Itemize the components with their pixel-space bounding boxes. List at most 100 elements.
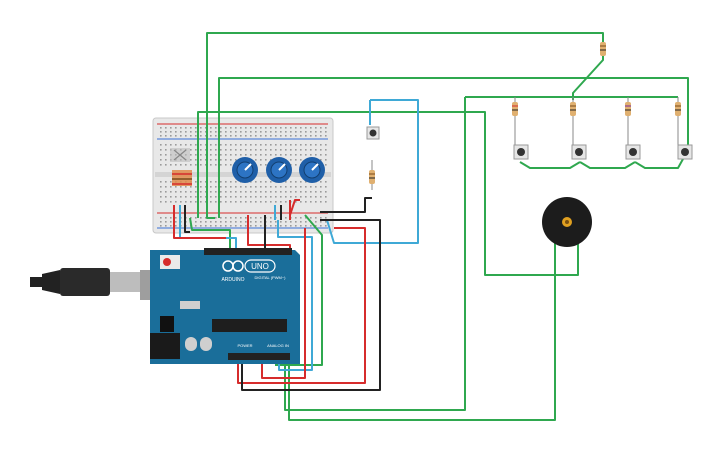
breadboard-hole (305, 225, 307, 227)
breadboard-hole (190, 186, 192, 188)
breadboard-hole (315, 217, 317, 219)
breadboard-hole (235, 131, 237, 133)
potentiometer-1[interactable] (232, 157, 258, 183)
wire-green-buttons-2[interactable] (579, 161, 636, 169)
breadboard-hole (245, 196, 247, 198)
breadboard-hole (230, 149, 232, 151)
wire-green-pot[interactable] (275, 214, 323, 366)
breadboard-hole (310, 225, 312, 227)
wire-blue-switch[interactable] (326, 99, 419, 244)
breadboard-hole (165, 201, 167, 203)
breadboard-hole (220, 186, 222, 188)
breadboard-hole (295, 225, 297, 227)
wire-green-upper[interactable] (218, 77, 689, 218)
wire-green-mid[interactable] (197, 111, 579, 276)
wire-green-buzzer[interactable] (288, 240, 556, 421)
breadboard-hole (185, 127, 187, 129)
breadboard-hole (225, 144, 227, 146)
breadboard-hole (185, 191, 187, 193)
wire-green-short[interactable] (189, 217, 231, 250)
breadboard-hole (290, 159, 292, 161)
breadboard-hole (320, 186, 322, 188)
breadboard-hole (160, 186, 162, 188)
breadboard-hole (235, 225, 237, 227)
breadboard-hole (235, 159, 237, 161)
pushbutton-4[interactable] (677, 144, 693, 160)
breadboard-hole (205, 196, 207, 198)
wire-green-rail[interactable] (284, 97, 466, 411)
breadboard-hole (320, 217, 322, 219)
breadboard-hole (325, 201, 327, 203)
wire-black-b[interactable] (320, 197, 372, 213)
wire-green-top[interactable] (206, 32, 604, 219)
breadboard-hole (160, 149, 162, 151)
breadboard-hole (230, 144, 232, 146)
breadboard-hole (275, 196, 277, 198)
breadboard-hole (165, 131, 167, 133)
breadboard-hole (180, 127, 182, 129)
breadboard-hole (230, 127, 232, 129)
breadboard-hole (320, 149, 322, 151)
breadboard-hole (260, 225, 262, 227)
breadboard-hole (280, 186, 282, 188)
wire-red-a[interactable] (289, 199, 300, 216)
breadboard-hole (215, 149, 217, 151)
breadboard-hole (320, 144, 322, 146)
breadboard-hole (270, 149, 272, 151)
wire-red-c[interactable] (173, 218, 226, 239)
breadboard-hole (260, 131, 262, 133)
breadboard-hole (300, 221, 302, 223)
breadboard-hole (205, 131, 207, 133)
breadboard-hole (245, 217, 247, 219)
breadboard-hole (235, 144, 237, 146)
breadboard-hole (290, 191, 292, 193)
breadboard-hole (275, 221, 277, 223)
breadboard-hole (190, 135, 192, 137)
breadboard-hole (220, 131, 222, 133)
breadboard-hole (325, 154, 327, 156)
breadboard-hole (240, 221, 242, 223)
wire-black-gnd[interactable] (241, 219, 381, 391)
pushbutton-2[interactable] (571, 144, 587, 160)
resistor-4 (675, 97, 681, 145)
breadboard-hole (160, 164, 162, 166)
breadboard-hole (195, 181, 197, 183)
breadboard-hole (240, 131, 242, 133)
breadboard-hole (205, 135, 207, 137)
arduino-uno-board[interactable]: UNO ARDUINO DIGITAL (PWM~) POWER ANALOG … (150, 248, 300, 364)
potentiometer-3[interactable] (299, 157, 325, 183)
breadboard-hole (170, 164, 172, 166)
breadboard-hole (300, 191, 302, 193)
breadboard-hole (175, 186, 177, 188)
breadboard-hole (325, 217, 327, 219)
wire-blue-pot[interactable] (277, 220, 313, 371)
breadboard-hole (220, 149, 222, 151)
breadboard-hole (200, 159, 202, 161)
pushbutton-1[interactable] (513, 144, 529, 160)
potentiometer-2[interactable] (266, 157, 292, 183)
breadboard-hole (230, 191, 232, 193)
breadboard-hole (320, 201, 322, 203)
breadboard-hole (245, 191, 247, 193)
breadboard-hole (260, 127, 262, 129)
piezo-buzzer[interactable] (542, 197, 592, 247)
breadboard-hole (250, 191, 252, 193)
pushbutton-3[interactable] (625, 144, 641, 160)
breadboard-hole (305, 154, 307, 156)
breadboard-hole (165, 221, 167, 223)
breadboard-hole (200, 186, 202, 188)
wire-red-5v[interactable] (237, 227, 366, 384)
breadboard-hole (270, 196, 272, 198)
wire-green-buttons[interactable] (519, 161, 581, 169)
breadboard-hole (300, 127, 302, 129)
breadboard-hole (165, 149, 167, 151)
breadboard-hole (195, 149, 197, 151)
wire-red-b[interactable] (261, 228, 306, 379)
breadboard-hole (285, 201, 287, 203)
wire-black-d[interactable] (184, 218, 190, 233)
breadboard-hole (205, 181, 207, 183)
breadboard-hole (215, 154, 217, 156)
breadboard-hole (210, 191, 212, 193)
pushbutton-side[interactable] (366, 126, 380, 140)
breadboard-hole (210, 127, 212, 129)
